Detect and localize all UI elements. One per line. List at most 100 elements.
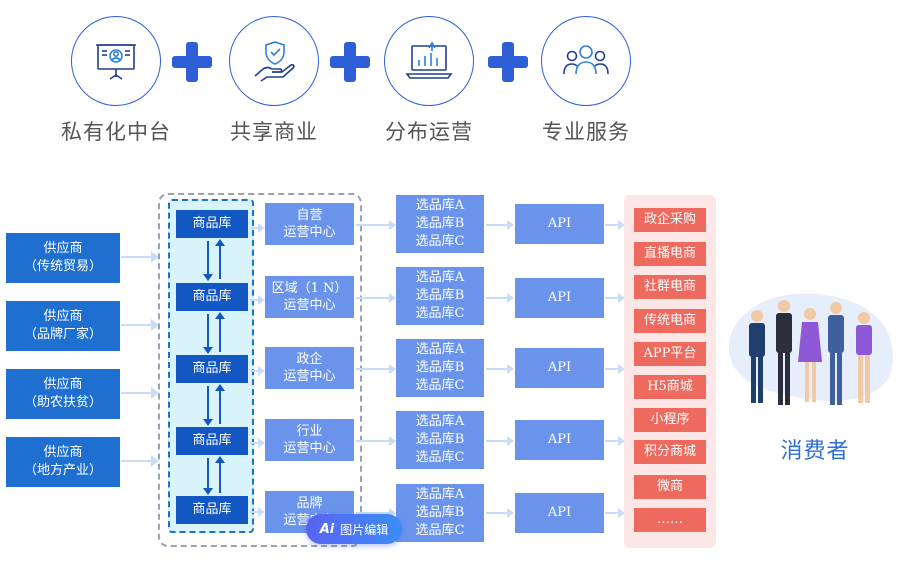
plus-icon (330, 42, 370, 82)
plus-icon (172, 42, 212, 82)
pillar-label-distributed: 分布运营 (385, 120, 473, 144)
supplier-title: 供应商 (43, 309, 83, 324)
operation-center-self: 自营 运营中心 (265, 203, 354, 245)
arrow (486, 220, 514, 230)
arrow-up (215, 239, 225, 279)
image-edit-button[interactable]: Ai 图片编辑 (306, 514, 402, 544)
supplier-type: （助农扶贫） (23, 395, 102, 410)
arrow (250, 366, 265, 376)
supplier-type: （传统贸易） (23, 259, 102, 274)
arrow (356, 508, 396, 518)
supplier-type: （品牌厂家） (23, 327, 102, 342)
arrow (605, 220, 625, 230)
api-block-5: API (515, 493, 604, 533)
center-suffix: 运营中心 (283, 441, 336, 456)
selection-library-group-4: 选品库A 选品库B 选品库C (396, 411, 484, 469)
selection-library: 选品库A (415, 487, 465, 502)
selection-library-group-2: 选品库A 选品库B 选品库C (396, 267, 484, 325)
operation-center-region: 区域（1 N） 运营中心 (265, 276, 354, 318)
channel-points-mall: 积分商城 (634, 440, 706, 464)
arrow-down (203, 386, 213, 426)
api-block-3: API (515, 348, 604, 388)
center-suffix: 运营中心 (283, 298, 336, 313)
api-block-2: API (515, 278, 604, 318)
selection-library-group-3: 选品库A 选品库B 选品库C (396, 339, 484, 397)
arrow (250, 507, 265, 517)
selection-library: 选品库A (415, 270, 465, 285)
consumer-group-illustration (728, 293, 893, 405)
operation-center-government: 政企 运营中心 (265, 347, 354, 389)
center-suffix: 运营中心 (283, 225, 336, 240)
presentation-board-icon (96, 44, 136, 80)
arrow (121, 455, 159, 467)
selection-library: 选品库C (415, 234, 465, 249)
channel-more: …… (634, 508, 706, 532)
arrow (605, 508, 625, 518)
selection-library: 选品库B (415, 432, 465, 447)
product-library-4: 商品库 (176, 427, 248, 455)
center-type: 行业 (296, 424, 323, 439)
center-type: 政企 (296, 352, 323, 367)
api-block-4: API (515, 420, 604, 460)
selection-library: 选品库B (415, 288, 465, 303)
supplier-title: 供应商 (43, 377, 83, 392)
arrow-down (203, 241, 213, 281)
pillar-circle-private (71, 16, 161, 106)
selection-library: 选品库C (415, 306, 465, 321)
operation-group-frame (158, 193, 362, 547)
arrow (356, 436, 396, 446)
image-edit-label: 图片编辑 (340, 522, 389, 537)
selection-library: 选品库A (415, 342, 465, 357)
consumer-label: 消费者 (780, 439, 850, 464)
arrow (121, 251, 159, 263)
selection-library: 选品库B (415, 360, 465, 375)
channel-live-commerce: 直播电商 (634, 242, 706, 266)
arrow (356, 364, 396, 374)
supplier-title: 供应商 (43, 241, 83, 256)
selection-library: 选品库C (415, 450, 465, 465)
arrow (121, 387, 159, 399)
arrow (250, 295, 265, 305)
channel-app-platform: APP平台 (634, 342, 706, 366)
arrow (486, 293, 514, 303)
arrow (605, 364, 625, 374)
selection-library: 选品库C (415, 523, 465, 538)
arrow (486, 364, 514, 374)
api-block-1: API (515, 204, 604, 244)
product-library-3: 商品库 (176, 355, 248, 383)
supplier-brand-maker: 供应商 （品牌厂家） (6, 301, 120, 351)
laptop-chart-icon (405, 41, 453, 79)
arrow (356, 293, 396, 303)
channel-h5-mall: H5商城 (634, 375, 706, 399)
selection-library: 选品库B (415, 505, 465, 520)
product-library-1: 商品库 (176, 210, 248, 238)
center-type: 自营 (296, 208, 323, 223)
pillar-circle-shared (229, 16, 319, 106)
supplier-local-industry: 供应商 （地方产业） (6, 437, 120, 487)
arrow (605, 436, 625, 446)
center-type: 区域（1 N） (271, 281, 348, 296)
team-people-icon (563, 45, 609, 75)
pillar-label-private: 私有化中台 (61, 120, 171, 144)
arrow-up (215, 456, 225, 493)
channel-gov-procurement: 政企采购 (634, 208, 706, 232)
ai-icon: Ai (319, 521, 335, 537)
supplier-traditional-trade: 供应商 （传统贸易） (6, 233, 120, 283)
arrow-up (215, 312, 225, 352)
operation-center-industry: 行业 运营中心 (265, 419, 354, 461)
channel-traditional-ecommerce: 传统电商 (634, 309, 706, 333)
channel-social-commerce: 社群电商 (634, 275, 706, 299)
channel-mini-program: 小程序 (634, 408, 706, 432)
selection-library-group-5: 选品库A 选品库B 选品库C (396, 484, 484, 542)
arrow (605, 293, 625, 303)
selection-library: 选品库B (415, 216, 465, 231)
pillar-circle-service (541, 16, 631, 106)
supplier-farm-aid: 供应商 （助农扶贫） (6, 369, 120, 419)
center-type: 品牌 (296, 496, 323, 511)
arrow-up (215, 384, 225, 424)
pillar-label-service: 专业服务 (542, 120, 630, 144)
center-suffix: 运营中心 (283, 369, 336, 384)
selection-library-group-1: 选品库A 选品库B 选品库C (396, 195, 484, 253)
selection-library: 选品库A (415, 414, 465, 429)
pillar-circle-distributed (384, 16, 474, 106)
